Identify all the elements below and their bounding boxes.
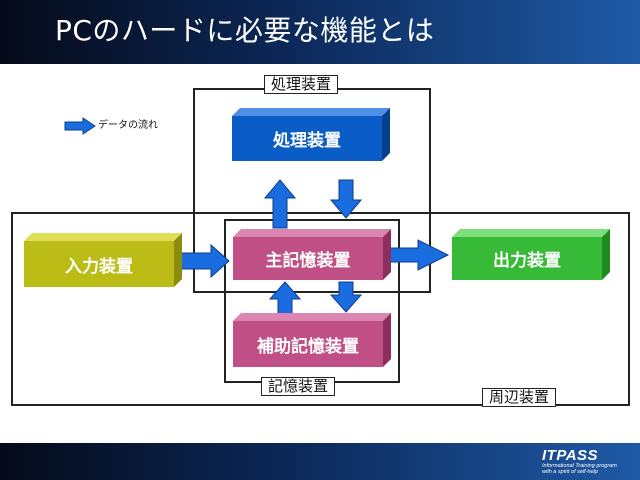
- aux-memory-box-side: [383, 313, 391, 367]
- arrow-cpu-to-main: [329, 179, 363, 219]
- logo-name: ITPASS: [542, 447, 599, 464]
- title-bar: [0, 0, 640, 64]
- legend-arrow-shape: [64, 117, 96, 135]
- input-box-side: [174, 233, 182, 287]
- peripheral-frame-label: 周辺装置: [482, 388, 557, 407]
- cpu-box-face: [232, 116, 382, 161]
- output-box-top: [452, 229, 610, 237]
- footer-bar: [0, 443, 640, 480]
- memory-frame-label: 記憶装置: [261, 377, 336, 396]
- arrow-input-to-main: [180, 243, 230, 279]
- logo-tagline-2: with a spirit of self-help: [542, 469, 598, 475]
- main-memory-box-face: [233, 237, 383, 280]
- output-box-side: [602, 229, 610, 280]
- input-box-face: [24, 241, 174, 287]
- arrow-main-to-cpu: [263, 179, 297, 229]
- slide-title: PCのハードに必要な機能とは: [55, 14, 435, 47]
- main-memory-box-side: [383, 229, 391, 280]
- aux-memory-box: [233, 313, 391, 367]
- logo-tagline-1: Informational Training program: [542, 463, 617, 469]
- itpass-logo: ITPASS Informational Training program wi…: [542, 448, 634, 475]
- aux-memory-box-top: [233, 313, 391, 321]
- aux-memory-label: 補助記憶装置: [257, 337, 359, 357]
- output-label: 出力装置: [493, 251, 561, 271]
- output-box: [452, 229, 610, 280]
- processing-frame-label: 処理装置: [264, 75, 339, 94]
- output-box-face: [452, 237, 602, 280]
- cpu-box: [232, 108, 390, 161]
- main-memory-label: 主記憶装置: [265, 251, 351, 271]
- arrow-main-to-aux: [329, 281, 363, 313]
- cpu-box-side: [382, 108, 390, 161]
- arrow-main-to-output: [389, 239, 450, 271]
- input-label: 入力装置: [65, 257, 133, 277]
- legend-label: データの流れ: [98, 120, 158, 131]
- input-box-top: [24, 233, 182, 241]
- cpu-box-top: [232, 108, 390, 116]
- legend-arrow-icon: [64, 117, 96, 135]
- aux-memory-box-face: [233, 321, 383, 367]
- input-box: [24, 233, 182, 287]
- cpu-label: 処理装置: [273, 131, 341, 151]
- peripheral-frame: [11, 212, 630, 406]
- main-memory-box-top: [233, 229, 391, 237]
- main-memory-box: [233, 229, 391, 280]
